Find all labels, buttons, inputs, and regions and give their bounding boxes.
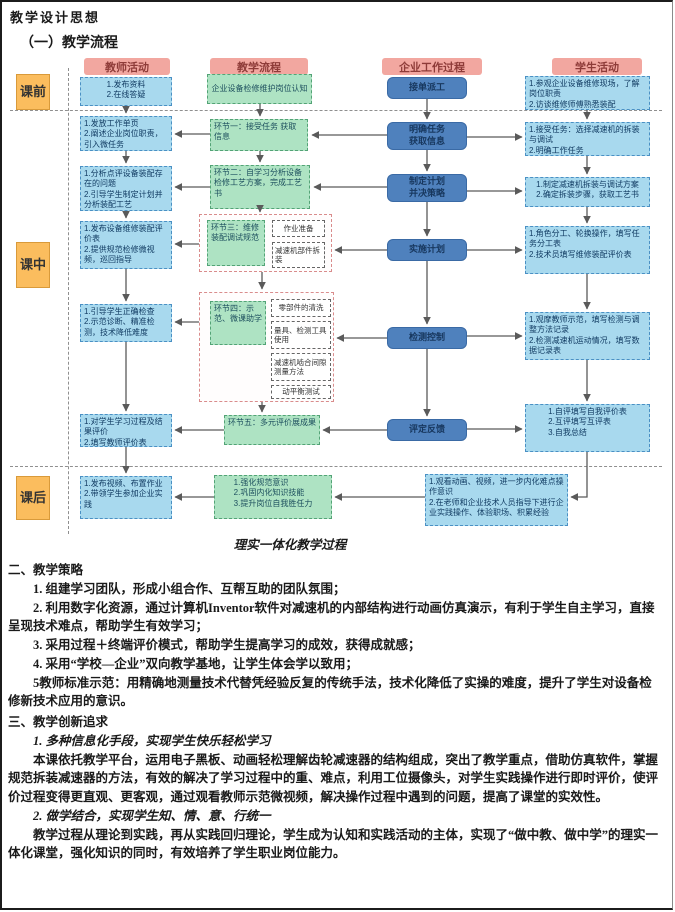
teacher-box-5: 1.引导学生正确检查 2.示范诊断、精准检测，技术降低难度 [80, 304, 172, 342]
enterprise-box-5: 检测控制 [387, 327, 467, 349]
header-teaching-process: 教学流程 [210, 58, 308, 75]
innovation-sub1-heading: 1. 多种信息化手段，实现学生快乐轻松学习 [33, 733, 271, 748]
process-box-step1: 环节一：接受任务 获取信息 [210, 119, 308, 151]
process-box-afterclass: 1.强化规范意识 2.巩固内化知识技能 3.提升岗位自我胜任力 [214, 475, 332, 519]
enterprise-box-4: 实施计划 [387, 239, 467, 261]
innovation-para2: 教学过程从理论到实践，再从实践回归理论，学生成为认知和实践活动的主体，实现了“做… [8, 827, 659, 861]
phase-before-class: 课前 [16, 74, 50, 110]
strategy-item-1: 1. 组建学习团队，形成小组合作、互帮互助的团队氛围； [33, 581, 346, 596]
enterprise-box-2: 明确任务 获取信息 [387, 122, 467, 150]
enterprise-box-3: 制定计划 并决策略 [387, 174, 467, 202]
strategy-item-3: 3. 采用过程＋终端评价模式，帮助学生提高学习的成效，获得成就感； [33, 638, 421, 652]
teacher-box-4: 1.发布设备维修装配评价表 2.提供规范检修微视频，巡回指导 [80, 221, 172, 269]
enterprise-box-6: 评定反馈 [387, 419, 467, 441]
process-box-cognition: 企业设备检修维护岗位认知 [207, 74, 312, 104]
process-box-step4: 环节四：示范、微课助学 [210, 301, 266, 345]
subtask-clearance-measure: 减速机啮合间隙测量方法 [271, 353, 331, 381]
subtask-cleaning: 零部件的清洗 [271, 299, 331, 317]
phase-during-class: 课中 [16, 242, 50, 288]
student-box-7: 1.观看动画、视频，进一步内化难点操作意识 2.在老师和企业技术人员指导下进行企… [425, 474, 568, 526]
teaching-process-flowchart: 教师活动 教学流程 企业工作过程 学生活动 课前 课中 课后 1.发布资料 2.… [10, 54, 670, 559]
subtask-balance-test: 动平衡测试 [271, 385, 331, 399]
process-box-step3: 环节三：维修装配调试规范 [207, 220, 265, 266]
teacher-box-2: 1.发放工作单页 2.阐述企业岗位职责，引入微任务 [80, 116, 172, 151]
phase-after-class: 课后 [16, 476, 50, 520]
strategy-item-5: 5教师标准示范：用精确地测量技术代替凭经验反复的传统手法，技术化降低了实操的难度… [8, 675, 652, 709]
teacher-box-3: 1.分析点评设备装配存在的问题 2.引导学生制定计划并分析装配工艺 [80, 166, 172, 211]
header-student-activity: 学生活动 [552, 58, 642, 75]
subtask-tools: 量具、检测工具使用 [271, 321, 331, 349]
innovation-para1: 本课依托教学平台，运用电子黑板、动画轻松理解齿轮减速器的结构组成，突出了教学重点… [8, 752, 659, 805]
section1-heading: （一）教学流程 [20, 36, 118, 51]
section3-heading: 三、教学创新追求 [8, 715, 109, 729]
process-box-step2: 环节二：自学习分析设备检修工艺方案，完成工艺书 [210, 165, 310, 209]
process-box-step5: 环节五：多元评价展成果 [224, 415, 320, 445]
phase-divider-2 [10, 466, 662, 467]
student-box-5: 1.观摩教师示范，填写检测与调整方法记录 2.检测减速机运动情况，填写数据记录表 [525, 312, 650, 360]
section3: 三、教学创新追求 1. 多种信息化手段，实现学生快乐轻松学习 本课依托教学平台，… [2, 711, 672, 863]
page-title: 教学设计思想 [10, 10, 101, 25]
section2-heading: 二、教学策略 [8, 563, 84, 577]
teacher-box-1: 1.发布资料 2.在线答疑 [80, 77, 172, 106]
subtask-job-prep: 作业准备 [272, 220, 325, 237]
student-box-1: 1.参观企业设备维修现场，了解岗位职责 2.访谈维修师傅熟悉装配 [525, 76, 650, 110]
student-box-4: 1.角色分工、轮换操作，填写任务分工表 2.技术员填写维修装配评价表 [525, 226, 650, 274]
strategy-item-4: 4. 采用“学校—企业”双向教学基地，让学生体会学以致用； [33, 656, 359, 671]
innovation-sub2-heading: 2. 做学结合，实现学生知、情、意、行统一 [33, 808, 271, 823]
student-box-2: 1.接受任务：选择减速机的拆装与调试 2.明确工作任务 [525, 122, 650, 156]
header-enterprise-process: 企业工作过程 [382, 58, 482, 75]
section2: 二、教学策略 1. 组建学习团队，形成小组合作、互帮互助的团队氛围； 2. 利用… [2, 559, 672, 711]
enterprise-box-1: 接单派工 [387, 77, 467, 99]
student-box-6: 1.自评填写自我评价表 2.互评填写互评表 3.自我总结 [525, 404, 650, 452]
column-divider [68, 68, 69, 534]
teacher-box-6: 1.对学生学习过程及结果评价 2.填写教师评价表 [80, 414, 172, 447]
header-teacher-activity: 教师活动 [84, 58, 170, 75]
student-box-3: 1.制定减速机拆装与调试方案 2.确定拆装步骤，获取工艺书 [525, 177, 650, 207]
phase-divider-1 [10, 110, 662, 111]
strategy-item-2: 2. 利用数字化资源，通过计算机Inventor软件对减速机的内部结构进行动画仿… [8, 600, 655, 634]
flowchart-caption: 理实一体化教学过程 [233, 538, 347, 552]
subtask-disassembly: 减速机部件拆装 [272, 242, 325, 268]
teacher-box-7: 1.发布视频、布置作业 2.带领学生参加企业实践 [80, 476, 172, 519]
